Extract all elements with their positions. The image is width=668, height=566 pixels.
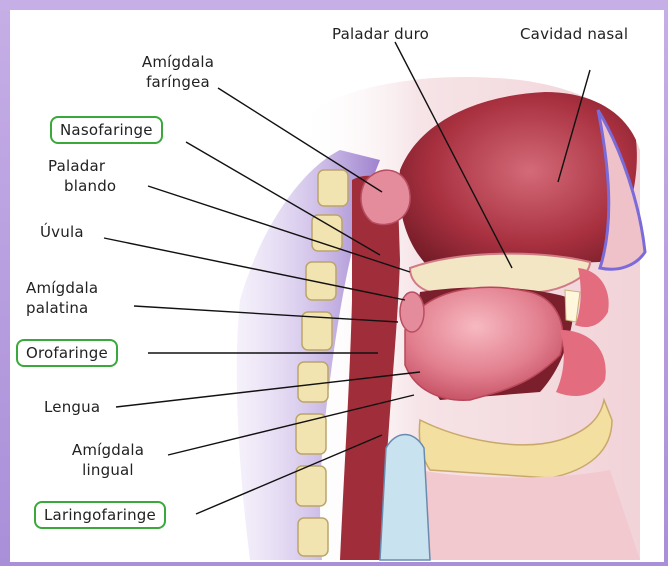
- label-nasofaringe: Nasofaringe: [50, 116, 163, 144]
- label-amigdala-lingual-line2: lingual: [48, 460, 168, 480]
- label-paladar-blando: Paladar blando: [48, 156, 116, 196]
- label-amigdala-faringea-line2: faríngea: [118, 72, 238, 92]
- label-amigdala-palatina: Amígdala palatina: [26, 278, 98, 318]
- label-amigdala-lingual-line1: Amígdala: [48, 440, 168, 460]
- label-paladar-duro: Paladar duro: [332, 24, 429, 44]
- label-amigdala-palatina-line1: Amígdala: [26, 278, 98, 298]
- larynx: [380, 435, 430, 561]
- palatine-tonsil: [400, 292, 424, 332]
- label-orofaringe: Orofaringe: [16, 339, 118, 367]
- label-paladar-blando-line1: Paladar: [48, 156, 116, 176]
- label-amigdala-faringea-line1: Amígdala: [118, 52, 238, 72]
- label-uvula: Úvula: [40, 222, 84, 242]
- label-laringofaringe: Laringofaringe: [34, 501, 166, 529]
- label-amigdala-palatina-line2: palatina: [26, 298, 98, 318]
- neck-front: [400, 470, 640, 560]
- label-paladar-blando-line2: blando: [48, 176, 116, 196]
- label-cavidad-nasal: Cavidad nasal: [520, 24, 628, 44]
- label-lengua: Lengua: [44, 397, 100, 417]
- label-amigdala-faringea: Amígdala faríngea: [118, 52, 238, 92]
- pharyngeal-tonsil: [361, 170, 410, 224]
- label-amigdala-lingual: Amígdala lingual: [48, 440, 168, 480]
